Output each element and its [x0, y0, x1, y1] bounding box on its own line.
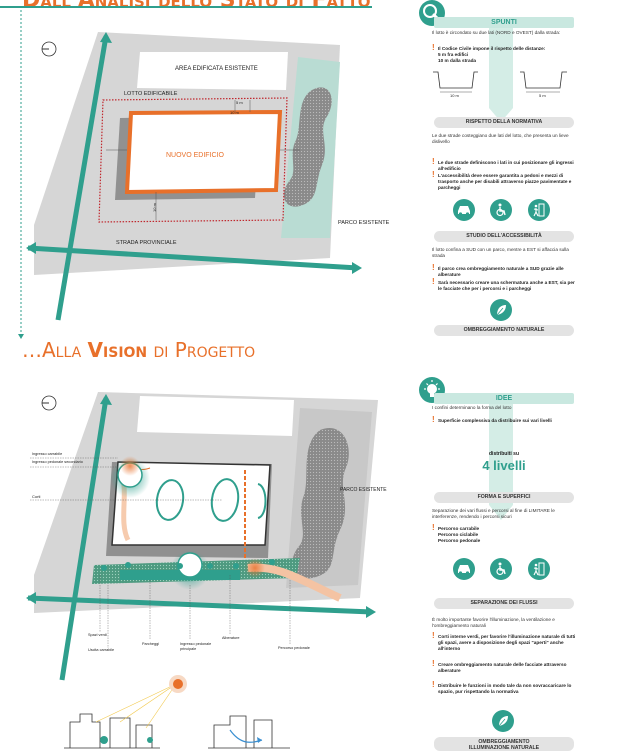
spunti-bullet-4: !Il parco crea ombreggiamento naturale a…: [432, 264, 578, 278]
idee-b1: Superficie complessiva da distribuire su…: [438, 418, 552, 423]
spunti-bullet-1: ! Il Codice Civile impone il rispetto de…: [432, 44, 578, 64]
pill3-line1: OMBREGGIAMENTO: [478, 739, 530, 745]
idee-bullet-1: !Superficie complessiva da distribuire s…: [432, 416, 578, 424]
spunti-bullet-5: !Sarà necessario creare una schermatura …: [432, 278, 578, 292]
pill3-line2: ILLUMINAZIONE NATURALE: [468, 745, 540, 751]
spunti-bullet-3: !L'accessibilità deve essere garantita a…: [432, 171, 578, 191]
park-trees: [283, 87, 332, 207]
spunti-title: SPUNTI: [434, 17, 574, 28]
label-strada: STRADA PROVINCIALE: [116, 240, 177, 246]
section-sketch-1: [64, 713, 160, 749]
vision-bold: Vision: [87, 338, 148, 362]
idee-p2: Separazione dei vari flussi e percorsi a…: [432, 508, 555, 519]
idee-b2-l3: Percorso pedonale: [438, 538, 481, 543]
label-ingresso-pedonale-princ: Ingresso pedonale principale: [180, 642, 212, 651]
spunti-b2: Le due strade definiscono i lati in cui …: [438, 160, 574, 171]
area-edificata: [137, 52, 288, 90]
label-parcheggi: Parcheggi: [142, 642, 160, 646]
pill-studio-accessibilita: STUDIO DELL'ACCESSIBILITÀ: [434, 231, 574, 242]
spunti-b1-l1: Il Codice Civile impone il rispetto dell…: [438, 46, 546, 51]
street-section-sketch: [433, 71, 567, 89]
car-icon: [453, 199, 475, 221]
pill-ombreggiamento-illuminazione: OMBREGGIAMENTO ILLUMINAZIONE NATURALE: [434, 737, 574, 751]
idee-p1: I confini determinano la forma del lotto: [432, 405, 512, 410]
vision-heading: …Alla Vision di Progetto: [22, 338, 255, 362]
leaf-icon: [490, 299, 512, 321]
lotto-edificabile: [98, 97, 288, 223]
label-spazi-verdi: Spazi verdi: [88, 633, 107, 637]
label-parco-bottom: PARCO ESISTENTE: [340, 487, 387, 493]
idee-arrow: [489, 402, 513, 520]
pill-separazione-flussi: SEPARAZIONE DEI FLUSSI: [434, 598, 574, 609]
spunti-b1-l2: 5 m fra edifici: [438, 52, 469, 57]
spunti-b5: Sarà necessario creare una schermatura a…: [438, 280, 575, 291]
label-nuovo-edificio: NUOVO EDIFICIO: [166, 152, 224, 159]
lightbulb-icon: [419, 377, 445, 403]
pedestrian-door-icon: [528, 199, 550, 221]
spunti-p2: Le due strade costeggiano due lati del l…: [432, 133, 569, 144]
pedestrian-door-icon-2: [528, 558, 550, 580]
spunti-b4: Il parco crea ombreggiamento naturale a …: [438, 266, 564, 277]
label-ingresso-pedonale-sec: Ingresso pedonale secondario: [32, 460, 83, 464]
label-uscita-carrabile: Uscita carrabile: [88, 648, 115, 652]
pill-rispetto-normativa: RISPETTO DELLA NORMATIVA: [434, 117, 574, 128]
label-lotto-edificabile: LOTTO EDIFICABILE: [124, 91, 178, 97]
wheelchair-icon: [490, 199, 512, 221]
label-area-edificata: AREA EDIFICATA ESISTENTE: [175, 66, 258, 72]
top-heading-rule: [0, 6, 372, 8]
spunti-arrow: [489, 28, 513, 122]
label-dim-10m-b: 10 m: [151, 203, 157, 212]
idee-bullet-2: ! Percorso carrabile Percorso ciclabile …: [432, 524, 578, 544]
label-dim-10m-a: 10 m: [230, 110, 239, 115]
idee-p3: È molto importante favorire l'illuminazi…: [432, 617, 555, 628]
spunti-b1-l3: 10 m dalla strada: [438, 58, 477, 63]
vision-post: di Progetto: [147, 338, 256, 362]
idee-b3: Corti interne verdi, per favorire l'illu…: [438, 634, 576, 651]
street-section-10m: 10 m: [450, 93, 459, 98]
idee-bullet-3: !Corti interne verdi, per favorire l'ill…: [432, 632, 578, 652]
street-section-5m: 5 m: [539, 93, 546, 98]
road-horizontal: [27, 245, 359, 271]
idee-bullet-5: !Distribuire le funzioni in modo tale da…: [432, 681, 578, 695]
road-vertical: [55, 35, 109, 321]
spunti-bullet-2: !Le due strade definiscono i lati in cui…: [432, 158, 578, 172]
label-dim-5m: 5 m: [236, 100, 243, 105]
nuovo-edificio: [124, 109, 283, 195]
idee-livelli: 4 livelli: [482, 458, 526, 473]
corte-2: [210, 478, 240, 522]
section-sketch-2: [208, 715, 290, 749]
spunti-p3: Il lotto confina a SUD con un parco, men…: [432, 247, 569, 258]
idee-title: IDEE: [434, 393, 574, 404]
spunti-b3: L'accessibilità deve essere garantita a …: [438, 173, 572, 190]
leaf-icon-2: [492, 710, 514, 732]
label-corti: Corti: [32, 494, 41, 499]
pill-forma-superfici: FORMA E SUPERFICI: [434, 492, 574, 503]
label-percorso-pedonale: Percorso pedonale: [278, 646, 310, 650]
spunti-intro: Il lotto è circondato su due lati (NORD …: [432, 30, 561, 35]
car-icon-2: [453, 558, 475, 580]
vision-pre: …Alla: [22, 338, 88, 362]
label-alberature: Alberature: [222, 636, 240, 640]
idee-bullet-4: !Creare ombreggiamento naturale delle fa…: [432, 660, 578, 674]
idee-b5: Distribuire le funzioni in modo tale da …: [438, 683, 572, 694]
label-ingresso-carrabile: Ingresso carrabile: [32, 452, 63, 456]
idee-b4: Creare ombreggiamento naturale delle fac…: [438, 662, 567, 673]
wheelchair-icon-2: [490, 558, 512, 580]
pill-ombreggiamento: OMBREGGIAMENTO NATURALE: [434, 325, 574, 336]
label-parco-top: PARCO ESISTENTE: [338, 220, 390, 226]
idee-distribuiti: distribuiti su: [489, 451, 519, 457]
idee-b2-l2: Percorso ciclabile: [438, 532, 479, 537]
idee-b2-l1: Percorso carrabile: [438, 526, 480, 531]
